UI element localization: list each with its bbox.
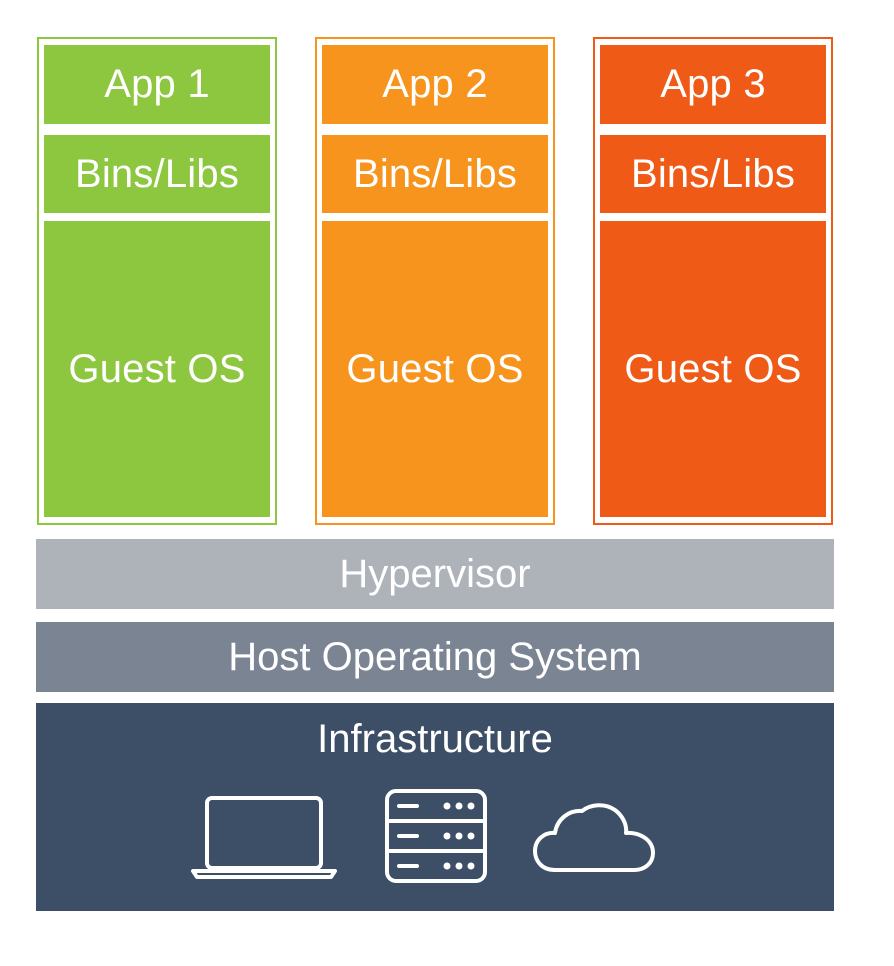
hypervisor-label: Hypervisor <box>339 551 531 596</box>
app-layer-3: App 3 <box>600 45 826 124</box>
bins-libs-layer-3: Bins/Libs <box>600 135 826 213</box>
guest-os-layer-3: Guest OS <box>600 221 826 517</box>
cloud-icon <box>533 803 655 872</box>
bins-libs-layer-1: Bins/Libs <box>44 135 270 213</box>
infrastructure-layer: Infrastructure <box>36 703 834 911</box>
infrastructure-label: Infrastructure <box>317 717 553 761</box>
app-layer-1: App 1 <box>44 45 270 124</box>
guest-os-layer-2: Guest OS <box>322 221 548 517</box>
server-icon <box>385 789 487 883</box>
bins-libs-layer-2: Bins/Libs <box>322 135 548 213</box>
guest-os-layer-1: Guest OS <box>44 221 270 517</box>
vm-column-3: App 3 Bins/Libs Guest OS <box>593 37 833 525</box>
app-layer-2: App 2 <box>322 45 548 124</box>
hypervisor-layer: Hypervisor <box>36 539 834 609</box>
vm-column-2: App 2 Bins/Libs Guest OS <box>315 37 555 525</box>
host-os-layer: Host Operating System <box>36 622 834 692</box>
laptop-icon <box>191 796 337 879</box>
vm-column-1: App 1 Bins/Libs Guest OS <box>37 37 277 525</box>
host-os-label: Host Operating System <box>228 634 642 679</box>
